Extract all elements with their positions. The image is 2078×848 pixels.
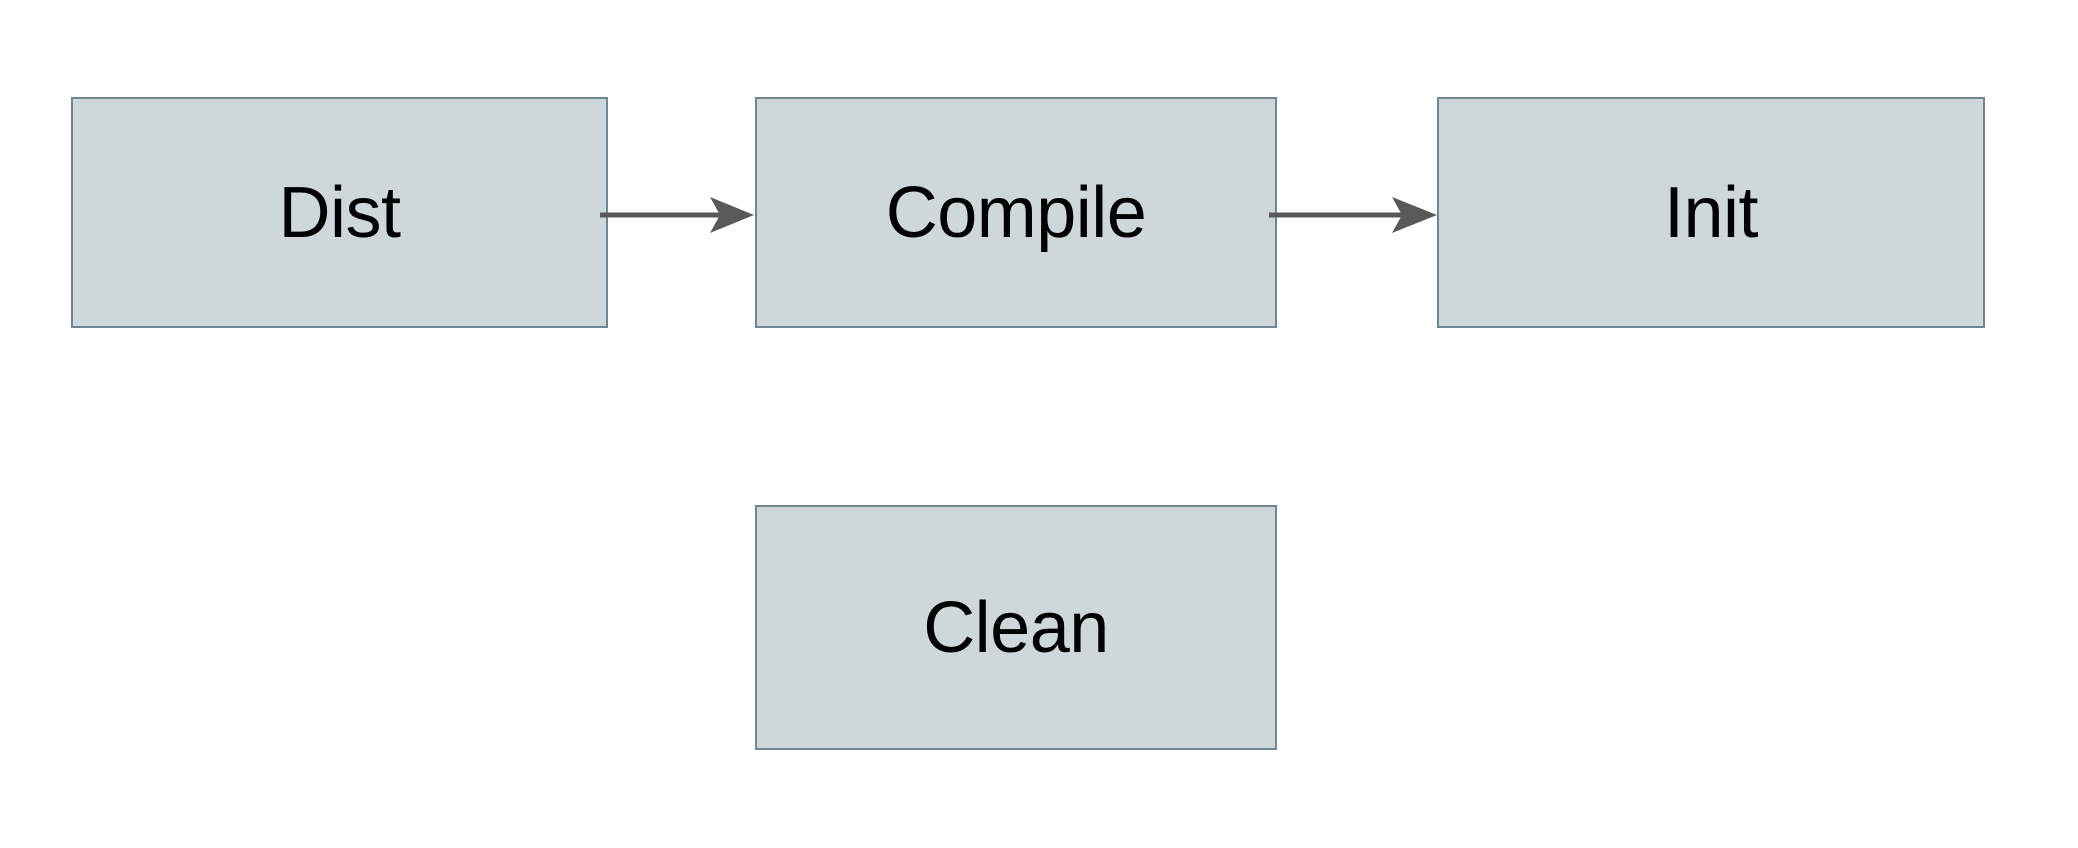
edge-compile-to-init: [1269, 183, 1445, 247]
node-clean-label: Clean: [923, 587, 1109, 668]
node-init-label: Init: [1663, 172, 1759, 253]
node-dist[interactable]: Dist: [71, 97, 608, 328]
node-compile[interactable]: Compile: [755, 97, 1277, 328]
edge-dist-to-compile: [600, 183, 763, 247]
node-clean[interactable]: Clean: [755, 505, 1277, 750]
node-init[interactable]: Init: [1437, 97, 1985, 328]
node-dist-label: Dist: [278, 172, 402, 253]
arrow-right-icon: [1269, 197, 1437, 233]
arrow-right-icon: [600, 197, 754, 233]
node-compile-label: Compile: [885, 172, 1147, 253]
